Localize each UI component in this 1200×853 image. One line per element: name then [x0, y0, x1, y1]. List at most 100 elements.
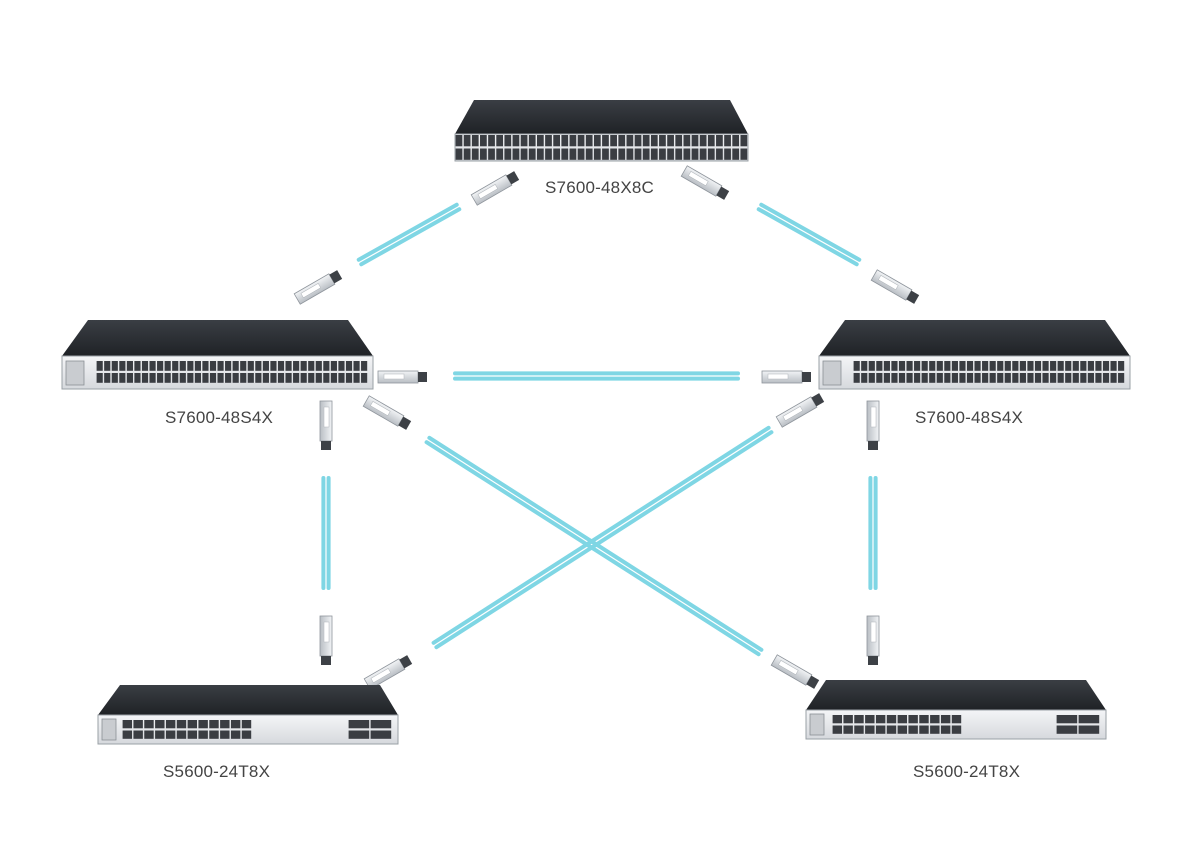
switch-port: [1087, 373, 1094, 383]
switch-port: [618, 148, 626, 160]
switch-port: [940, 715, 951, 724]
switch-port: [919, 715, 929, 724]
sfp-transceiver: [775, 393, 825, 428]
switch-port: [255, 361, 262, 371]
switch-port: [1080, 361, 1087, 371]
switch-port: [176, 730, 187, 739]
switch-port: [300, 361, 307, 371]
switch-port: [496, 148, 504, 160]
switch-port: [1078, 715, 1100, 724]
switch-port: [270, 373, 277, 383]
switch-port: [1056, 715, 1078, 724]
switch-port: [832, 725, 843, 734]
switch-port: [353, 373, 360, 383]
switch-port: [353, 361, 360, 371]
switch-port: [293, 373, 300, 383]
switch-port: [854, 725, 864, 734]
switch-port: [308, 361, 315, 371]
switch-port: [883, 373, 890, 383]
switch-port: [951, 715, 962, 724]
switch-port: [504, 135, 512, 147]
switch-port: [96, 361, 103, 371]
switch-port: [740, 135, 748, 147]
switch-port: [914, 373, 921, 383]
switch-port: [966, 361, 974, 371]
switch-port: [157, 361, 164, 371]
switch-port: [868, 373, 875, 383]
fiber-cable-strand: [431, 425, 771, 645]
switch-port: [650, 135, 658, 147]
switch-port: [480, 135, 487, 147]
switch-port: [897, 715, 908, 724]
switch-port: [865, 725, 875, 734]
aggregation-switch-right-label: S7600-48S4X: [915, 408, 1024, 427]
switch-port: [1050, 373, 1057, 383]
switch-port: [610, 135, 617, 147]
sfp-transceiver: [870, 269, 920, 304]
switch-port: [1057, 361, 1064, 371]
switch-port: [370, 720, 392, 729]
switch-port: [1118, 373, 1125, 383]
switch-port: [165, 720, 176, 729]
switch-port: [300, 373, 307, 383]
switch-port: [707, 135, 715, 147]
switch-port: [463, 148, 471, 160]
switch-port: [247, 373, 254, 383]
switch-port: [512, 148, 520, 160]
switch-port: [240, 373, 247, 383]
switch-port: [667, 148, 674, 160]
switch-port: [119, 373, 126, 383]
switch-port: [876, 361, 883, 371]
switch-port: [179, 361, 186, 371]
switch-port: [593, 135, 601, 147]
switch-port: [536, 135, 544, 147]
switch-port: [561, 135, 569, 147]
switch-port: [198, 720, 208, 729]
switch-port: [659, 148, 666, 160]
switch-port: [585, 148, 593, 160]
switch-port: [843, 725, 853, 734]
switch-port: [997, 373, 1004, 383]
switch-port: [691, 135, 699, 147]
switch-port: [865, 715, 875, 724]
switch-port: [241, 720, 252, 729]
switch-port: [675, 135, 683, 147]
switch-port: [1095, 361, 1102, 371]
switch-port: [1050, 361, 1057, 371]
switch-port: [898, 373, 906, 383]
switch-port: [724, 148, 731, 160]
switch-port: [891, 361, 898, 371]
switch-port: [455, 135, 463, 147]
sfp-transceiver: [362, 395, 412, 430]
switch-port: [891, 373, 898, 383]
aggregation-switch-right: [818, 320, 1131, 390]
switch-port: [1095, 373, 1102, 383]
switch-port: [854, 715, 864, 724]
switch-port: [908, 725, 918, 734]
switch-port: [187, 730, 198, 739]
switch-port: [1057, 373, 1064, 383]
switch-port: [172, 373, 179, 383]
switch-port: [1042, 373, 1049, 383]
access-switch-left-label: S5600-24T8X: [163, 762, 271, 781]
switch-port: [602, 148, 609, 160]
sfp-transceiver: [319, 400, 333, 450]
switch-port: [348, 730, 370, 739]
switch-port: [96, 373, 103, 383]
switch-port: [370, 730, 392, 739]
switch-port: [330, 361, 337, 371]
switch-port: [1004, 373, 1011, 383]
switch-port: [1102, 361, 1110, 371]
switch-port: [277, 361, 285, 371]
switch-port: [536, 148, 544, 160]
switch-port: [220, 720, 230, 729]
fiber-cable-strand: [434, 430, 774, 650]
switch-port: [626, 135, 634, 147]
switch-port: [989, 361, 996, 371]
switch-port: [545, 148, 552, 160]
switch-port: [361, 373, 368, 383]
switch-port: [111, 373, 118, 383]
switch-port: [133, 730, 143, 739]
switch-port: [122, 720, 133, 729]
switch-port: [699, 148, 707, 160]
